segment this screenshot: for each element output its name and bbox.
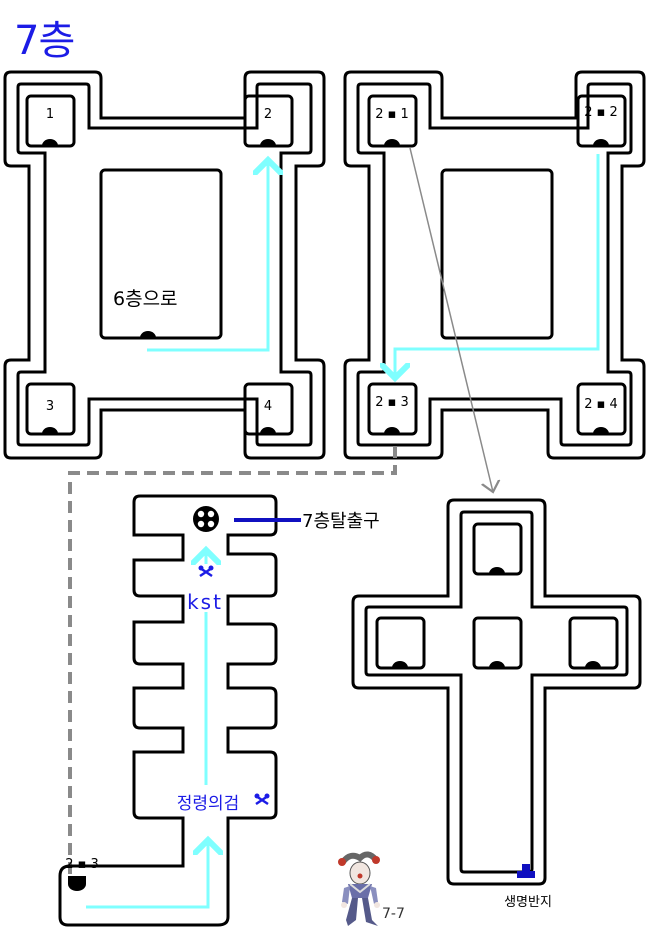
cross-room-left[interactable] — [375, 616, 426, 670]
down-stairs-label: 6층으로 — [113, 288, 178, 310]
route-to-room-2 — [147, 160, 268, 352]
kst-label: kst — [187, 590, 223, 614]
cross-block — [351, 498, 642, 886]
room-2[interactable]: 2 — [243, 94, 294, 148]
jester-character-icon — [338, 851, 380, 926]
exit-portal-icon[interactable] — [193, 506, 219, 532]
room-3[interactable]: 3 — [25, 382, 76, 436]
door-icon — [42, 139, 58, 146]
floor-title: 7층 — [14, 18, 75, 64]
room-label-2: 2 — [264, 107, 272, 122]
door-icon — [585, 661, 601, 668]
route-2-2-to-2-3 — [395, 154, 600, 378]
cross-room-right[interactable] — [568, 616, 619, 670]
room-label-2-4: 2 ▪ 4 — [584, 397, 618, 412]
corridor-start-label: 2 ▪ 3 — [65, 857, 99, 872]
room-2-1[interactable]: 2 ▪ 1 — [367, 94, 418, 148]
door-icon — [384, 427, 400, 434]
dashed-link-2-3-to-corridor — [68, 446, 397, 876]
comb-corridor — [58, 494, 278, 927]
door-icon — [392, 661, 408, 668]
route-corridor-bottom — [86, 840, 208, 909]
h-block-2 — [343, 70, 646, 460]
door-icon — [593, 139, 609, 146]
corridor-door-icon[interactable] — [68, 876, 86, 891]
cross-room-top[interactable] — [472, 522, 523, 576]
door-icon — [260, 427, 276, 434]
map-code-label: 7-7 — [382, 906, 405, 922]
room-label-2-1: 2 ▪ 1 — [375, 107, 409, 122]
bow-marker-icon — [198, 565, 214, 578]
exit-label: 7층탈출구 — [302, 511, 380, 532]
door-icon — [489, 567, 505, 574]
ring-marker-icon — [517, 864, 535, 878]
room-2-4[interactable]: 2 ▪ 4 — [576, 382, 627, 436]
door-icon — [260, 139, 276, 146]
room-2-2[interactable]: 2 ▪ 2 — [576, 94, 627, 148]
cross-room-center[interactable] — [472, 616, 523, 670]
door-icon — [593, 427, 609, 434]
door-icon — [489, 661, 505, 668]
room-label-2-3: 2 ▪ 3 — [375, 395, 409, 410]
spirit-sword-label: 정령의검 — [177, 794, 240, 814]
room-label-2-2: 2 ▪ 2 — [584, 105, 618, 120]
life-ring-label: 생명반지 — [504, 895, 552, 910]
room-1[interactable]: 1 — [25, 94, 76, 148]
door-icon — [42, 427, 58, 434]
door-icon — [384, 139, 400, 146]
room-label-1: 1 — [46, 107, 54, 122]
link-2-1-to-cross — [409, 147, 493, 492]
stairs-door-icon[interactable] — [140, 331, 156, 338]
room-label-3: 3 — [46, 399, 54, 414]
room-2-3[interactable]: 2 ▪ 3 — [367, 382, 418, 436]
room-4[interactable]: 4 — [243, 382, 294, 436]
room-label-4: 4 — [264, 399, 272, 414]
bow-marker-icon — [254, 793, 270, 806]
